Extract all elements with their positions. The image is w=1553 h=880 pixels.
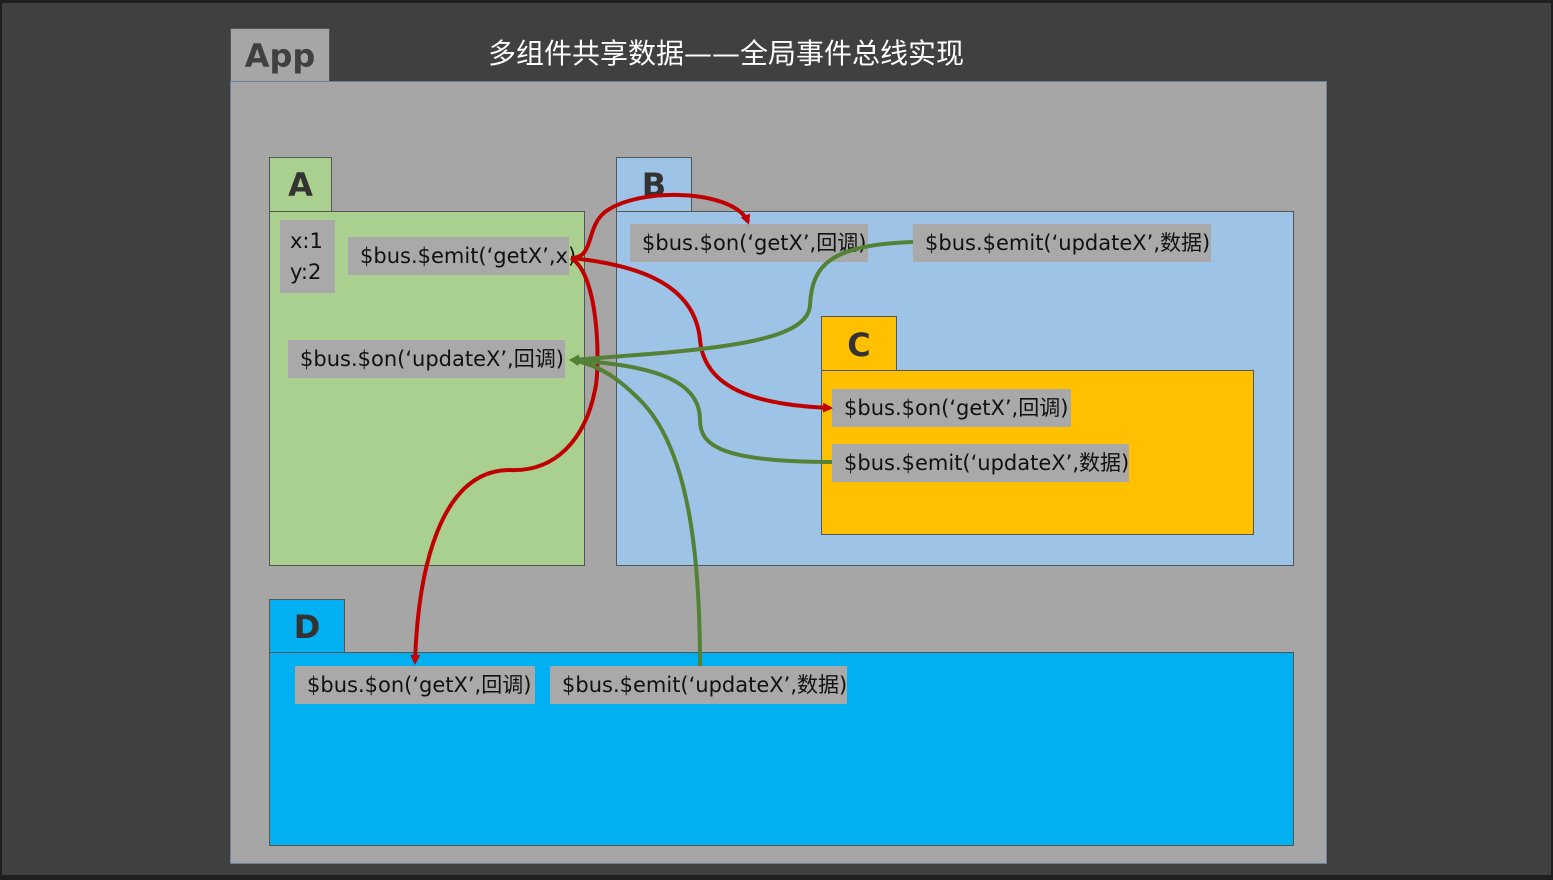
app-label: App: [244, 36, 316, 75]
c-on-getx: $bus.$on(‘getX’,回调): [832, 389, 1071, 427]
d-emit-updatex: $bus.$emit(‘updateX’,数据): [550, 666, 847, 704]
component-b-tab: B: [616, 157, 692, 212]
component-c-tab: C: [821, 316, 897, 372]
component-d-label: D: [293, 607, 321, 646]
component-a-label: A: [288, 166, 313, 204]
component-b-label: B: [641, 166, 667, 204]
a-on-updatex: $bus.$on(‘updateX’,回调): [288, 340, 565, 378]
a-emit-getx: $bus.$emit(‘getX’,x): [348, 237, 576, 275]
component-c-label: C: [847, 325, 871, 364]
var-y: y:2: [290, 260, 322, 284]
component-a-tab: A: [269, 157, 332, 212]
b-emit-updatex: $bus.$emit(‘updateX’,数据): [913, 224, 1211, 262]
d-on-getx: $bus.$on(‘getX’,回调): [295, 666, 535, 704]
diagram-title: 多组件共享数据——全局事件总线实现: [488, 37, 965, 70]
var-x: x:1: [290, 229, 323, 253]
component-d-tab: D: [269, 599, 345, 653]
c-emit-updatex: $bus.$emit(‘updateX’,数据): [832, 444, 1129, 482]
b-on-getx: $bus.$on(‘getX’,回调): [630, 224, 868, 262]
app-tab: App: [230, 28, 330, 82]
component-a-state: x:1 y:2: [280, 220, 335, 293]
